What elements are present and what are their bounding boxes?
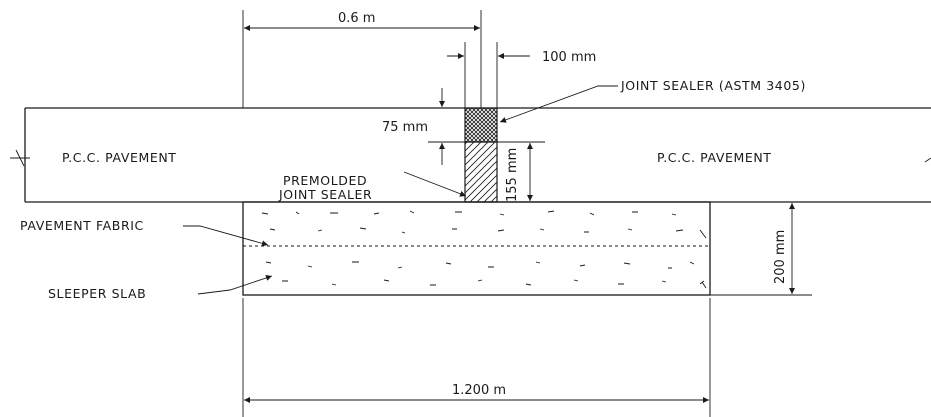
sleeper-slab	[242, 201, 711, 296]
dim-text-155mm: 155 mm	[505, 148, 520, 202]
label-joint-sealer: JOINT SEALER (ASTM 3405)	[620, 78, 806, 93]
break-symbol-right	[924, 157, 931, 163]
leader-lines	[183, 85, 618, 295]
premolded-joint-sealer-block	[464, 141, 498, 203]
label-pcc-pavement-right: P.C.C. PAVEMENT	[657, 150, 772, 165]
leader-pavement-fabric	[183, 225, 269, 247]
dim-text-100mm: 100 mm	[542, 50, 596, 65]
break-symbol-left	[10, 149, 30, 167]
extension-lines	[242, 10, 812, 417]
label-premolded-line1: PREMOLDED	[283, 173, 367, 188]
leader-premolded	[403, 171, 467, 197]
leader-joint-sealer	[499, 85, 618, 123]
joint-sealer-block	[464, 107, 498, 143]
dim-text-200mm: 200 mm	[773, 230, 788, 284]
dim-text-0-6m: 0.6 m	[338, 11, 375, 26]
label-premolded-line2: JOINT SEALER	[278, 187, 372, 202]
dimension-texts: 0.6 m 100 mm 75 mm 155 mm 200 mm 1.200 m	[338, 11, 788, 398]
joint	[464, 107, 498, 203]
concrete-speckles	[261, 210, 707, 289]
dim-text-75mm: 75 mm	[382, 120, 428, 135]
labels: P.C.C. PAVEMENT P.C.C. PAVEMENT JOINT SE…	[20, 78, 806, 301]
label-pavement-fabric: PAVEMENT FABRIC	[20, 218, 144, 233]
leader-sleeper-slab	[197, 275, 273, 295]
label-sleeper-slab: SLEEPER SLAB	[48, 286, 146, 301]
dim-text-1-200m: 1.200 m	[452, 383, 506, 398]
dimension-lines	[244, 25, 795, 403]
label-pcc-pavement-left: P.C.C. PAVEMENT	[62, 150, 177, 165]
